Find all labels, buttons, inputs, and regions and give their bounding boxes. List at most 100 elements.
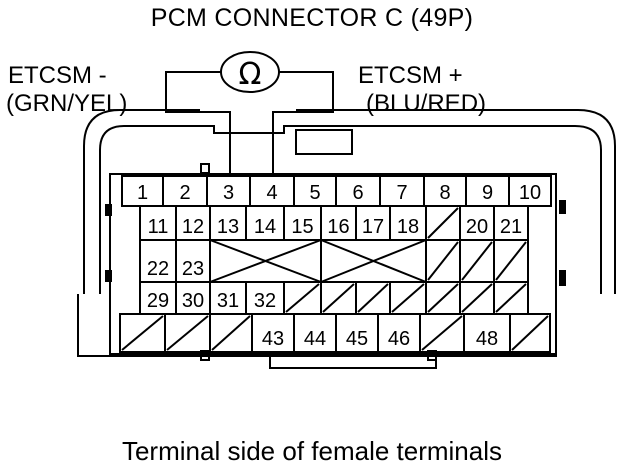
terminal-label: 31 [217,290,239,312]
crossed-terminal-block [320,239,427,283]
terminal-5: 5 [293,175,337,207]
etcsm-plus-color-label: (BLU/RED) [366,90,487,117]
blank-hatch [495,283,527,313]
terminal-blank [425,205,461,241]
omega-symbol: Ω [239,57,262,92]
terminal-label: 16 [327,216,349,238]
terminal-label: 15 [291,216,313,238]
terminal-20: 20 [459,205,495,241]
terminal-blank [419,313,465,353]
blank-hatch [166,315,209,351]
terminal-label: 9 [482,182,493,204]
terminal-12: 12 [175,205,211,241]
terminal-blank [425,281,461,315]
terminal-label: 45 [346,328,368,350]
terminal-16: 16 [320,205,357,241]
terminal-label: 21 [500,216,522,238]
terminal-label: 7 [396,182,407,204]
terminal-label: 1 [137,182,148,204]
blank-hatch [357,283,389,313]
etcsm-plus-label: ETCSM + [358,62,463,89]
terminal-blank [119,313,166,353]
terminal-blank [425,239,461,283]
terminal-label: 29 [147,290,169,312]
terminal-4: 4 [249,175,295,207]
terminal-31: 31 [209,281,247,315]
etcsm-minus-color-label: (GRN/YEL) [6,90,128,117]
terminal-18: 18 [389,205,427,241]
blank-hatch [511,315,549,351]
terminal-label: 43 [262,328,284,350]
terminal-blank [355,281,391,315]
terminal-14: 14 [245,205,285,241]
blank-hatch [285,283,320,313]
terminal-3: 3 [206,175,251,207]
crossed-terminal-block [209,239,322,283]
terminal-23: 23 [175,239,211,283]
terminal-blank [509,313,551,353]
terminal-22: 22 [139,239,177,283]
terminal-label: 4 [266,182,277,204]
blank-hatch [427,283,459,313]
terminal-15: 15 [283,205,322,241]
terminal-29: 29 [139,281,177,315]
terminal-blank [283,281,322,315]
terminal-17: 17 [355,205,391,241]
terminal-label: 48 [476,328,498,350]
blank-hatch [121,315,164,351]
blank-hatch [421,315,463,351]
blank-hatch [461,241,493,281]
terminal-label: 22 [147,258,169,280]
terminal-blank [164,313,211,353]
terminal-label: 46 [388,328,410,350]
terminal-label: 23 [182,258,204,280]
terminal-43: 43 [251,313,295,353]
terminal-30: 30 [175,281,211,315]
terminal-label: 12 [182,216,204,238]
terminal-label: 14 [254,216,276,238]
blank-hatch [495,241,527,281]
terminal-46: 46 [377,313,421,353]
terminal-11: 11 [139,205,177,241]
terminal-6: 6 [335,175,381,207]
terminal-45: 45 [335,313,379,353]
blank-hatch [391,283,425,313]
terminal-label: 20 [466,216,488,238]
terminal-label: 5 [309,182,320,204]
terminal-label: 18 [397,216,419,238]
blank-hatch [322,283,355,313]
terminal-label: 17 [362,216,384,238]
terminal-label: 8 [439,182,450,204]
lead-left [165,71,231,176]
terminal-13: 13 [209,205,247,241]
terminal-label: 13 [217,216,239,238]
terminal-8: 8 [423,175,467,207]
terminal-44: 44 [293,313,337,353]
blank-hatch [427,207,459,239]
diagram-caption: Terminal side of female terminals [121,436,503,466]
terminal-blank [209,313,253,353]
etcsm-minus-label: ETCSM - [8,62,107,89]
blank-hatch [461,283,493,313]
terminal-10: 10 [508,175,552,207]
terminal-blank [493,281,529,315]
terminal-blank [389,281,427,315]
blank-hatch [427,241,459,281]
terminal-label: 30 [182,290,204,312]
terminal-7: 7 [379,175,425,207]
diagram-title: PCM CONNECTOR C (49P) [150,4,474,32]
terminal-32: 32 [245,281,285,315]
terminal-2: 2 [162,175,208,207]
terminal-blank [320,281,357,315]
terminal-blank [459,281,495,315]
terminal-blank [493,239,529,283]
terminal-blank [459,239,495,283]
terminal-9: 9 [465,175,510,207]
terminal-label: 6 [352,182,363,204]
terminal-label: 3 [223,182,234,204]
terminal-label: 44 [304,328,326,350]
terminal-1: 1 [121,175,164,207]
